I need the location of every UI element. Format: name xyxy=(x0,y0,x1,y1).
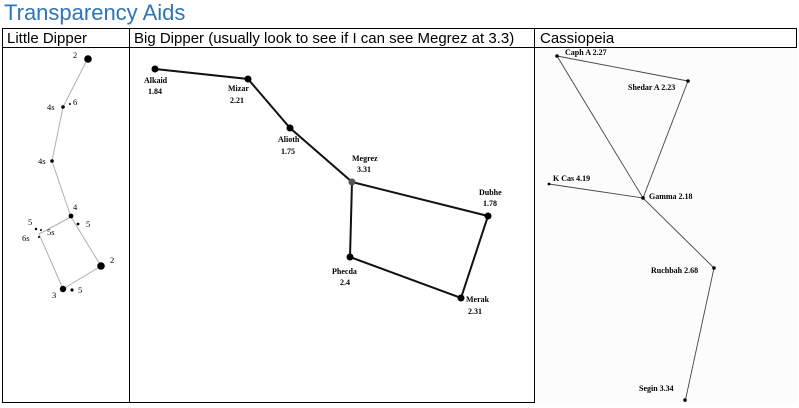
star-magnitude-label: 2 xyxy=(73,50,77,60)
star-dot xyxy=(686,79,690,83)
star-magnitude-label: 5 xyxy=(86,219,90,229)
star-magnitude-label: 1.84 xyxy=(148,87,162,96)
star-dot xyxy=(683,398,687,402)
star-dot xyxy=(712,266,716,270)
star-dot xyxy=(34,227,38,231)
big-dipper-chart: Alkaid 1.84 Mizar 2.21 Alioth 1.75 Megre… xyxy=(144,65,502,316)
star-label: Segin 3.34 xyxy=(639,384,674,393)
star-name-label: Alkaid xyxy=(144,76,168,85)
star-magnitude-label: 6 xyxy=(73,97,77,107)
star-dot xyxy=(641,196,645,200)
star-name-label: Dubhe xyxy=(479,188,502,197)
star-label: Caph A 2.27 xyxy=(565,48,607,57)
star-magnitude-label: 6s xyxy=(22,233,30,243)
column-header-cassiopeia: Cassiopeia xyxy=(540,30,615,47)
star-name-label: Megrez xyxy=(352,154,378,163)
big-dipper-stars xyxy=(151,65,492,302)
cassiopeia-panel: Caph A 2.27 Shedar A 2.23 K Cas 4.19 Gam… xyxy=(535,48,797,403)
big-dipper-labels: Alkaid 1.84 Mizar 2.21 Alioth 1.75 Megre… xyxy=(144,76,502,316)
star-dot xyxy=(69,103,71,105)
star-magnitude-label: 2.4 xyxy=(340,278,350,287)
cassiopeia-labels: Caph A 2.27 Shedar A 2.23 K Cas 4.19 Gam… xyxy=(553,48,698,393)
star-magnitude-label: 5 xyxy=(78,285,82,295)
column-divider xyxy=(534,29,535,402)
star-magnitude-label: 2 xyxy=(110,255,114,265)
star-magnitude-label: 4s xyxy=(38,156,46,166)
star-dot xyxy=(38,236,40,238)
column-header-little-dipper: Little Dipper xyxy=(7,30,88,47)
cassiopeia-lines xyxy=(548,55,715,403)
star-magnitude-label: 2.31 xyxy=(468,307,482,316)
star-dot xyxy=(97,262,105,270)
star-magnitude-label: 2.21 xyxy=(230,96,244,105)
star-name-label: Alioth xyxy=(278,135,300,144)
star-magnitude-label: 5 xyxy=(28,217,32,227)
star-label: Gamma 2.18 xyxy=(649,192,693,201)
little-dipper-chart: 2 4s 6 4s 4 5 5 5s 6s 2 3 5 xyxy=(22,50,114,300)
transparency-table: Little Dipper Big Dipper (usually look t… xyxy=(2,28,797,403)
star-magnitude-label: 3 xyxy=(52,290,56,300)
star-dot xyxy=(50,159,54,163)
star-name-label: Phecda xyxy=(332,267,357,276)
star-dot xyxy=(84,55,92,63)
star-dot xyxy=(348,178,356,186)
big-dipper-panel: Alkaid 1.84 Mizar 2.21 Alioth 1.75 Megre… xyxy=(130,48,534,402)
star-dot xyxy=(346,253,354,261)
star-dot xyxy=(68,213,74,219)
column-divider xyxy=(129,29,130,402)
little-dipper-panel: 2 4s 6 4s 4 5 5 5s 6s 2 3 5 xyxy=(3,48,129,402)
star-magnitude-label: 1.78 xyxy=(483,199,497,208)
star-magnitude-label: 4s xyxy=(47,102,55,112)
little-dipper-lines xyxy=(38,57,102,290)
star-dot xyxy=(555,54,559,58)
star-label: Ruchbah 2.68 xyxy=(651,266,698,275)
little-dipper-stars xyxy=(34,55,105,293)
column-header-big-dipper: Big Dipper (usually look to see if I can… xyxy=(134,30,515,47)
cassiopeia-stars xyxy=(547,54,716,402)
little-dipper-labels: 2 4s 6 4s 4 5 5 5s 6s 2 3 5 xyxy=(22,50,114,300)
star-dot xyxy=(70,288,74,292)
star-dot xyxy=(61,105,65,109)
star-dot xyxy=(244,75,252,83)
star-label: Shedar A 2.23 xyxy=(628,83,675,92)
page-title: Transparency Aids xyxy=(4,0,186,25)
star-label: K Cas 4.19 xyxy=(553,174,590,183)
star-dot xyxy=(457,294,465,302)
header-divider xyxy=(3,47,796,48)
star-dot xyxy=(286,124,294,132)
star-magnitude-label: 5s xyxy=(47,227,55,237)
star-dot xyxy=(40,229,42,231)
panel-background xyxy=(535,48,797,403)
big-dipper-lines xyxy=(154,68,490,300)
star-name-label: Mizar xyxy=(228,84,249,93)
star-magnitude-label: 1.75 xyxy=(281,147,295,156)
star-magnitude-label: 3.31 xyxy=(357,165,371,174)
star-dot xyxy=(76,222,80,226)
star-dot xyxy=(151,65,159,73)
star-magnitude-label: 4 xyxy=(73,202,78,212)
star-dot xyxy=(484,212,492,220)
star-dot xyxy=(547,182,551,186)
cassiopeia-chart: Caph A 2.27 Shedar A 2.23 K Cas 4.19 Gam… xyxy=(535,48,797,403)
star-dot xyxy=(59,285,67,293)
star-name-label: Merak xyxy=(466,295,490,304)
